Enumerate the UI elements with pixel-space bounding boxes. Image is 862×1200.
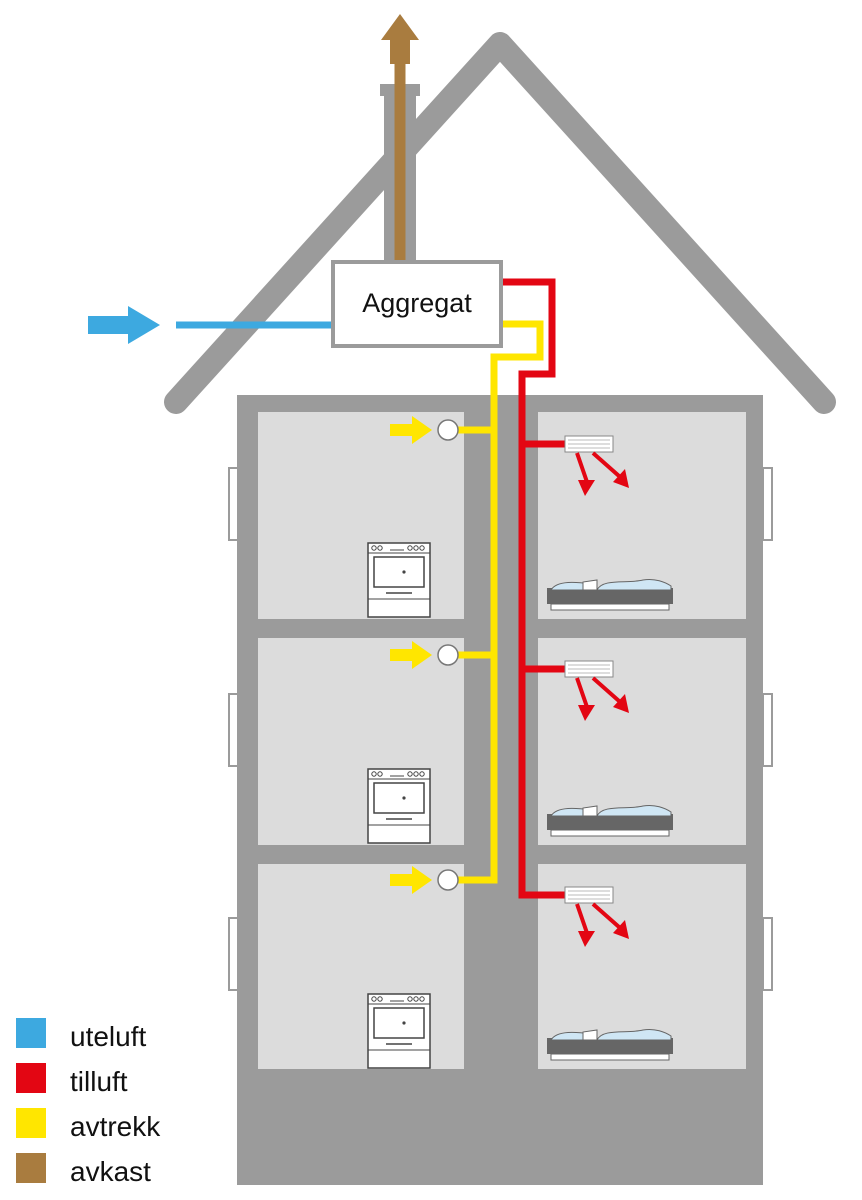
legend-label-uteluft: uteluft xyxy=(70,1021,146,1052)
extract-valve-icon xyxy=(437,869,459,891)
stove-icon xyxy=(367,993,431,1069)
legend-item-avkast: avkast xyxy=(16,1153,151,1187)
avtrekk-pipes xyxy=(458,320,544,884)
legend-item-tilluft: tilluft xyxy=(16,1063,128,1097)
legend-item-avtrekk: avtrekk xyxy=(16,1108,161,1142)
window xyxy=(762,693,773,767)
legend-swatch-avtrekk xyxy=(16,1108,46,1138)
legend: uteluft tilluft avtrekk avkast xyxy=(16,1018,161,1187)
legend-label-tilluft: tilluft xyxy=(70,1066,128,1097)
stove-icon xyxy=(367,542,431,618)
extract-valve-top xyxy=(390,416,459,444)
legend-swatch-tilluft xyxy=(16,1063,46,1093)
extract-valve-icon xyxy=(437,419,459,441)
bed-icon xyxy=(546,804,674,837)
extract-valve-middle xyxy=(390,641,459,669)
roof xyxy=(164,32,836,414)
legend-label-avkast: avkast xyxy=(70,1156,151,1187)
window xyxy=(228,693,239,767)
avtrekk-inflow-arrow xyxy=(390,416,432,444)
aggregat-box xyxy=(331,260,503,348)
room-left-bottom xyxy=(258,864,464,1069)
legend-swatch-avkast xyxy=(16,1153,46,1183)
legend-label-avtrekk: avtrekk xyxy=(70,1111,161,1142)
bed-icon xyxy=(546,1028,674,1061)
window xyxy=(762,467,773,541)
room-left-top xyxy=(258,412,464,619)
bed-icon xyxy=(546,578,674,611)
aggregat-label: Aggregat xyxy=(362,288,472,318)
legend-swatch-uteluft xyxy=(16,1018,46,1048)
window xyxy=(228,467,239,541)
extract-valves xyxy=(390,416,459,894)
window xyxy=(762,917,773,991)
window xyxy=(228,917,239,991)
uteluft-arrow xyxy=(88,306,160,344)
windows xyxy=(228,467,773,991)
stove-icon xyxy=(367,768,431,844)
legend-item-uteluft: uteluft xyxy=(16,1018,146,1052)
avkast-arrow xyxy=(381,14,419,64)
room-left-middle xyxy=(258,638,464,845)
avtrekk-inflow-arrow xyxy=(390,866,432,894)
extract-valve-icon xyxy=(437,644,459,666)
extract-valve-bottom xyxy=(390,866,459,894)
avtrekk-inflow-arrow xyxy=(390,641,432,669)
tilluft-pipes xyxy=(500,278,565,899)
